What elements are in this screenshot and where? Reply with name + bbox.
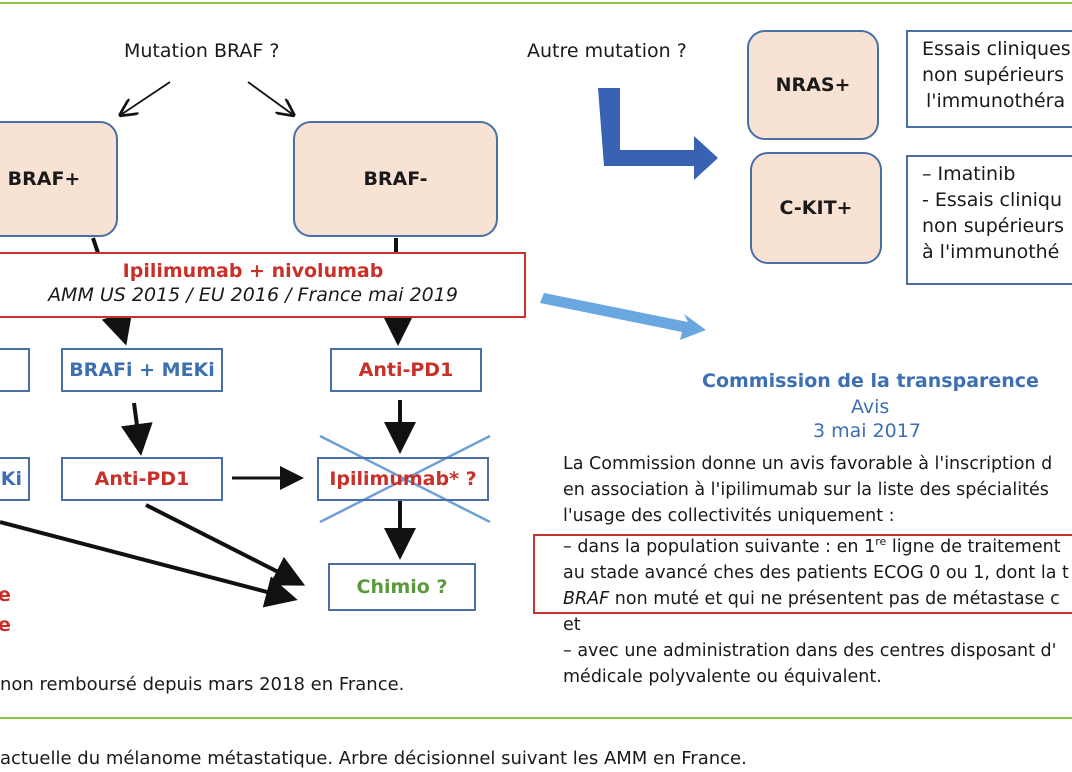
nras-info-line: Essais cliniques — [922, 38, 1071, 60]
ckit-info-line: – Imatinib — [922, 163, 1016, 185]
commission-line: et — [563, 614, 581, 635]
left-partial-box-top — [0, 348, 30, 392]
anti-pd1-left-label: Anti-PD1 — [94, 468, 190, 490]
other-mutation-label: Autre mutation ? — [527, 40, 687, 62]
ckit-info-line: - Essais cliniqu — [922, 189, 1062, 211]
footnote: non remboursé depuis mars 2018 en France… — [0, 674, 405, 695]
arrow-to-braf-neg — [247, 81, 292, 114]
commission-avis: Avis — [851, 396, 890, 418]
anti-pd1-right-box: Anti-PD1 — [330, 348, 482, 392]
figure-caption: actuelle du mélanome métastatique. Arbre… — [0, 748, 747, 769]
ipi-nivo-box: Ipilimumab + nivolumab AMM US 2015 / EU … — [0, 252, 526, 318]
commission-line6-rest: non muté et qui ne présentent pas de mét… — [609, 588, 1060, 609]
highlight-rectangle — [533, 534, 1072, 614]
nras-info-box: Essais cliniques non supérieurs l'immuno… — [906, 30, 1072, 128]
anti-pd1-left-box: Anti-PD1 — [61, 457, 223, 501]
commission-line: l'usage des collectivités uniquement : — [563, 506, 895, 526]
cross-line-2 — [319, 434, 491, 524]
left-ki-label: Ki — [0, 468, 22, 490]
commission-line: au stade avancé ches des patients ECOG 0… — [563, 562, 1069, 583]
commission-line4-a: – dans la population suivante : en 1 — [563, 536, 876, 557]
ckit-info-line: non supérieurs — [922, 215, 1064, 237]
commission-line6-italic: BRAF — [563, 588, 610, 609]
brafi-meki-box: BRAFi + MEKi — [61, 348, 223, 392]
commission-text-block: La Commission donne un avis favorable à … — [563, 451, 1069, 690]
braf-positive-node: BRAF+ — [0, 121, 118, 237]
commission-title: Commission de la transparence — [702, 370, 1039, 392]
mutation-braf-label: Mutation BRAF ? — [124, 40, 280, 62]
commission-date: 3 mai 2017 — [813, 420, 921, 442]
arrow-to-braf-pos — [122, 81, 171, 114]
commission-line: médicale polyvalente ou équivalent. — [563, 666, 882, 687]
ckit-label: C-KIT+ — [779, 197, 853, 219]
chimio-box: Chimio ? — [328, 563, 476, 611]
commission-line: La Commission donne un avis favorable à … — [563, 454, 1053, 474]
commission-line: – dans la population suivante : en 1re l… — [563, 529, 1069, 560]
ipilimumab-label: Ipilimumab* ? — [329, 468, 477, 490]
commission-line4-b: ligne de traitement — [886, 536, 1061, 557]
commission-line: – avec une administration dans des centr… — [563, 640, 1057, 661]
braf-negative-node: BRAF- — [293, 121, 498, 237]
ipilimumab-box: Ipilimumab* ? — [317, 457, 489, 501]
ipi-nivo-subtitle: AMM US 2015 / EU 2016 / France mai 2019 — [48, 284, 458, 306]
nras-node: NRAS+ — [747, 30, 879, 140]
anti-pd1-right-label: Anti-PD1 — [358, 359, 454, 381]
nras-info-line: l'immunothéra — [926, 90, 1066, 112]
left-partial-box-ki: Ki — [0, 457, 30, 501]
chimio-label: Chimio ? — [356, 576, 448, 598]
ckit-info-box: – Imatinib - Essais cliniqu non supérieu… — [906, 155, 1072, 285]
left-cut-text-1: e — [0, 584, 11, 606]
commission-line: BRAF non muté et qui ne présentent pas d… — [563, 586, 1069, 612]
ipi-nivo-title: Ipilimumab + nivolumab — [122, 260, 384, 282]
blue-l-arrow — [598, 88, 718, 180]
light-blue-arrow — [540, 293, 706, 340]
ckit-info-line: à l'immunothé — [922, 241, 1060, 263]
brafi-meki-label: BRAFi + MEKi — [69, 359, 215, 381]
commission-line4-sup: re — [875, 535, 887, 548]
nras-info-line: non supérieurs — [922, 64, 1064, 86]
ckit-node: C-KIT+ — [750, 152, 882, 264]
nras-label: NRAS+ — [775, 74, 851, 96]
left-cut-text-2: e — [0, 614, 11, 636]
commission-line: en association à l'ipilimumab sur la lis… — [563, 480, 1049, 500]
braf-positive-label: BRAF+ — [7, 168, 81, 190]
top-rule — [0, 2, 1072, 4]
bottom-rule — [0, 717, 1072, 719]
braf-negative-label: BRAF- — [363, 168, 428, 190]
